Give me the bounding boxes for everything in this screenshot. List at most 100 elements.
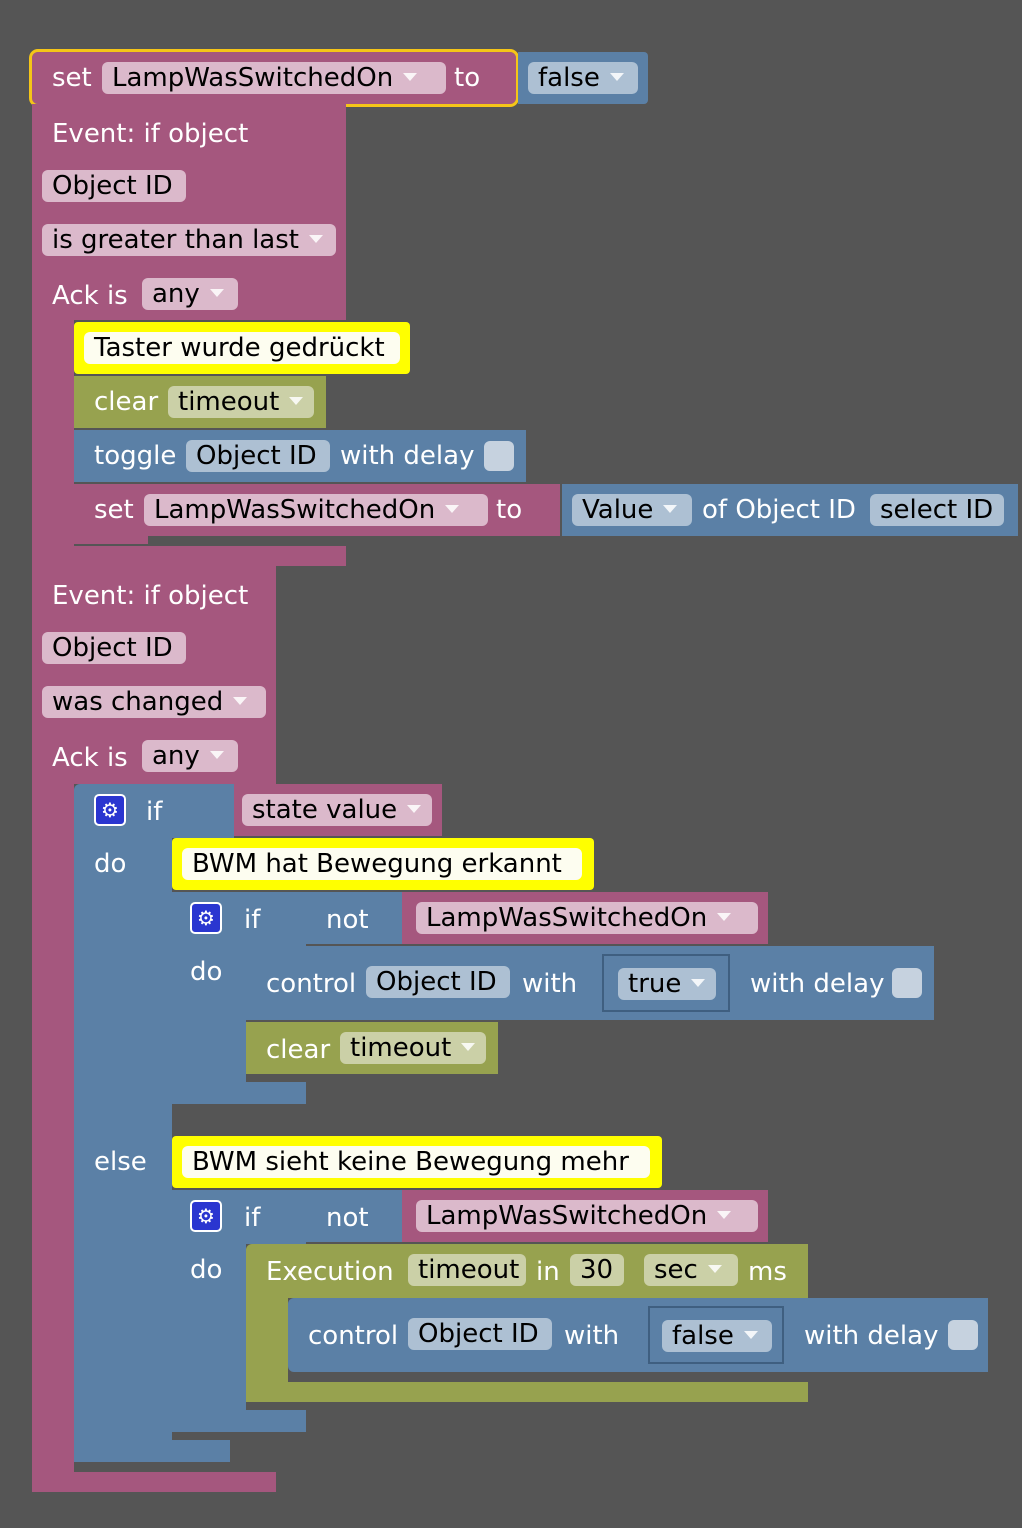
object-id-field[interactable]: Object ID — [42, 632, 186, 664]
inner-if-2-spine — [172, 1244, 246, 1420]
set-block-bottom — [74, 536, 148, 544]
inner-if-1-footer — [172, 1082, 306, 1104]
chevron-down-icon — [743, 1330, 758, 1339]
chevron-down-icon — [289, 396, 304, 405]
boolean-value-block[interactable]: false — [518, 52, 648, 104]
chevron-down-icon — [707, 1264, 722, 1273]
comment-text[interactable]: BWM sieht keine Bewegung mehr — [182, 1146, 650, 1178]
state-value-block[interactable]: state value — [234, 784, 442, 836]
delay-checkbox[interactable] — [484, 441, 514, 471]
boolean-dropdown[interactable]: false — [528, 62, 638, 94]
ack-dropdown[interactable]: any — [142, 740, 238, 772]
set-variable-block[interactable]: set LampWasSwitchedOn to — [29, 49, 519, 107]
object-id-field[interactable]: Object ID — [186, 440, 330, 472]
comment-text[interactable]: BWM hat Bewegung erkannt — [182, 848, 582, 880]
do-label: do — [94, 849, 127, 879]
event-block-1-spine — [32, 320, 74, 546]
timeout-dropdown[interactable]: timeout — [168, 386, 314, 418]
comment-block[interactable]: Taster wurde gedrückt — [74, 322, 410, 374]
if-label: if — [244, 1203, 261, 1233]
value-socket: true — [602, 954, 730, 1012]
if-label: if — [244, 905, 261, 935]
if-label: if — [146, 797, 163, 827]
of-object-label: of Object ID — [702, 495, 856, 525]
execution-label: Execution — [266, 1257, 394, 1287]
not-block[interactable]: not — [306, 892, 402, 944]
not-label: not — [326, 1203, 369, 1233]
with-delay-label: with delay — [750, 969, 885, 999]
chevron-down-icon — [403, 72, 418, 81]
chevron-down-icon — [407, 804, 422, 813]
event-block-2-footer — [32, 1472, 276, 1492]
condition-dropdown[interactable]: was changed — [42, 686, 266, 718]
chevron-down-icon — [209, 288, 224, 297]
if-else-spine — [74, 838, 172, 1462]
variable-get-block[interactable]: LampWasSwitchedOn — [402, 892, 768, 944]
control-label: control — [308, 1321, 399, 1351]
execution-footer — [246, 1382, 808, 1402]
chevron-down-icon — [461, 1042, 476, 1051]
condition-dropdown[interactable]: is greater than last — [42, 224, 336, 256]
with-label: with — [564, 1321, 620, 1351]
state-value-dropdown[interactable]: state value — [242, 794, 432, 826]
comment-block[interactable]: BWM hat Bewegung erkannt — [172, 838, 594, 890]
clear-timeout-block[interactable]: clear timeout — [74, 376, 326, 428]
timeout-name-field[interactable]: timeout — [408, 1254, 526, 1286]
not-label: not — [326, 905, 369, 935]
to-keyword: to — [496, 495, 523, 525]
object-id-field[interactable]: Object ID — [408, 1318, 552, 1350]
object-id-field[interactable]: Object ID — [42, 170, 186, 202]
gear-icon[interactable]: ⚙ — [190, 1200, 222, 1232]
gear-icon[interactable]: ⚙ — [190, 902, 222, 934]
chevron-down-icon — [233, 696, 248, 705]
chevron-down-icon — [717, 912, 732, 921]
gear-icon[interactable]: ⚙ — [94, 794, 126, 826]
ack-dropdown[interactable]: any — [142, 278, 238, 310]
variable-get-block[interactable]: LampWasSwitchedOn — [402, 1190, 768, 1242]
variable-dropdown[interactable]: LampWasSwitchedOn — [416, 1200, 758, 1232]
control-block[interactable]: control Object ID with false with delay — [288, 1298, 988, 1372]
boolean-dropdown[interactable]: true — [618, 968, 716, 1000]
variable-dropdown[interactable]: LampWasSwitchedOn — [144, 494, 488, 526]
control-label: control — [266, 969, 357, 999]
to-keyword: to — [454, 63, 481, 93]
comment-text[interactable]: Taster wurde gedrückt — [84, 332, 400, 364]
select-id-field[interactable]: select ID — [870, 494, 1004, 526]
timeout-dropdown[interactable]: timeout — [340, 1032, 486, 1064]
event-block-1-footer — [32, 546, 346, 566]
chevron-down-icon — [691, 978, 706, 987]
delay-checkbox[interactable] — [892, 968, 922, 998]
chevron-down-icon — [209, 750, 224, 759]
event-title: Event: if object — [52, 119, 249, 149]
get-value-block[interactable]: Value of Object ID select ID — [562, 484, 1018, 536]
chevron-down-icon — [609, 72, 624, 81]
set-label: set — [94, 495, 134, 525]
control-block[interactable]: control Object ID with true with delay — [246, 946, 934, 1020]
variable-dropdown[interactable]: LampWasSwitchedOn — [102, 62, 446, 94]
value-dropdown[interactable]: Value — [572, 494, 692, 526]
not-block[interactable]: not — [306, 1190, 402, 1242]
set-keyword: set — [52, 63, 92, 93]
variable-dropdown[interactable]: LampWasSwitchedOn — [416, 902, 758, 934]
comment-block[interactable]: BWM sieht keine Bewegung mehr — [172, 1136, 662, 1188]
clear-timeout-block[interactable]: clear timeout — [246, 1022, 498, 1074]
value-socket: false — [648, 1306, 784, 1364]
do-label: do — [190, 1255, 223, 1285]
clear-label: clear — [266, 1035, 331, 1065]
chevron-down-icon — [663, 504, 678, 513]
clear-label: clear — [94, 387, 159, 417]
with-delay-label: with delay — [340, 441, 475, 471]
with-delay-label: with delay — [804, 1321, 939, 1351]
chevron-down-icon — [445, 504, 460, 513]
object-id-field[interactable]: Object ID — [366, 966, 510, 998]
toggle-block[interactable]: toggle Object ID with delay — [74, 430, 526, 482]
with-label: with — [522, 969, 578, 999]
unit-dropdown[interactable]: sec — [644, 1254, 738, 1286]
delay-checkbox[interactable] — [948, 1320, 978, 1350]
delay-amount-field[interactable]: 30 — [570, 1254, 624, 1286]
inner-if-2-footer — [172, 1410, 306, 1432]
chevron-down-icon — [308, 234, 323, 243]
boolean-dropdown[interactable]: false — [662, 1320, 772, 1352]
set-variable-block[interactable]: set LampWasSwitchedOn to — [74, 484, 560, 536]
event-title: Event: if object — [52, 581, 249, 611]
